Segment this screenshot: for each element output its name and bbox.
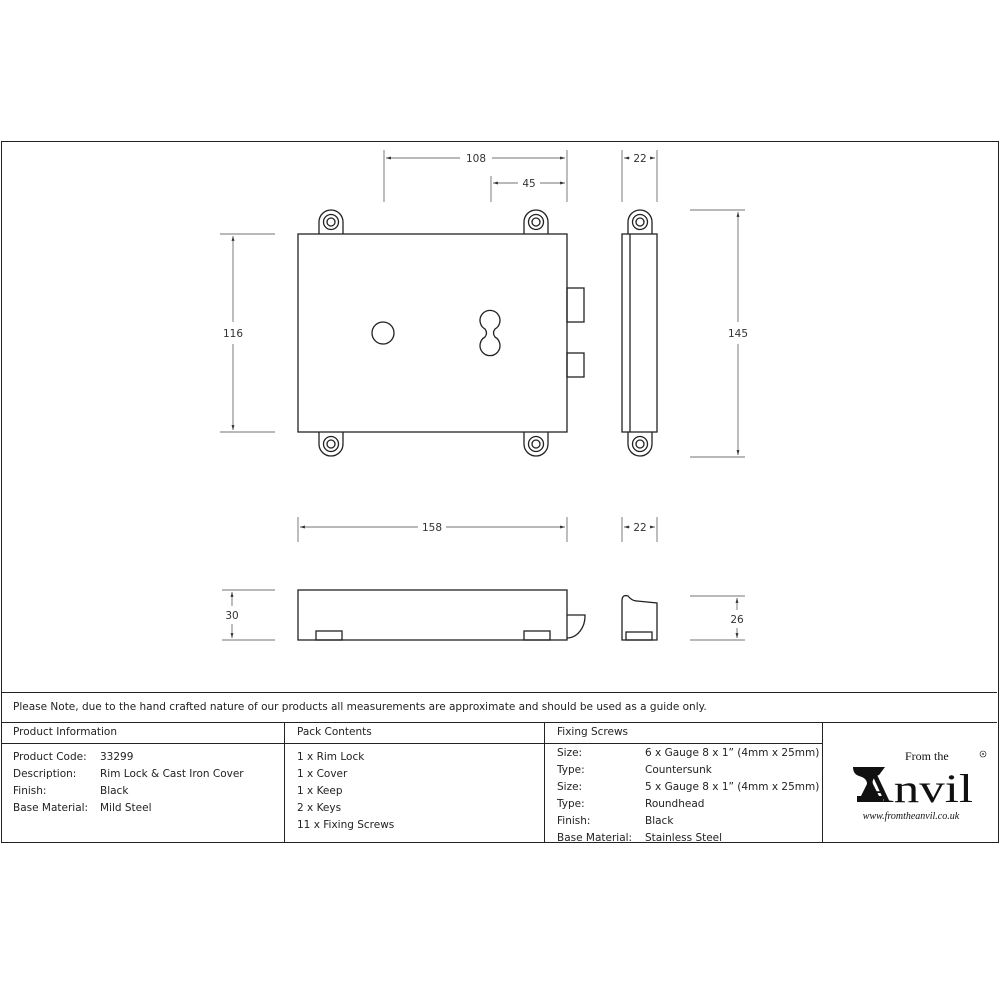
product-information: Product Information Product Code: 33299 D… — [1, 722, 285, 842]
keyhole — [479, 309, 501, 357]
dim-overall-length: 158 — [422, 522, 442, 534]
anvil-icon — [853, 767, 885, 802]
dim-front-width: 108 — [466, 153, 486, 165]
screw-row: Base Material: Stainless Steel — [557, 830, 822, 847]
dim-body-thickness: 30 — [225, 610, 238, 622]
label: Base Material: — [13, 802, 89, 814]
dead-bolt — [566, 352, 585, 378]
screw-row: Size: 6 x Gauge 8 x 1” (4mm x 25mm) — [557, 745, 822, 762]
note-text: Please Note, due to the hand crafted nat… — [13, 701, 707, 713]
from-the-anvil-logo: From the Anvil www.fromtheanvil.co.uk — [823, 722, 997, 842]
value: 5 x Gauge 8 x 1” (4mm x 25mm) — [645, 781, 820, 793]
value: Black — [100, 785, 129, 797]
section-title: Pack Contents — [285, 722, 544, 744]
measurement-note: Please Note, due to the hand crafted nat… — [1, 692, 997, 723]
end-view — [621, 594, 658, 641]
value: Rim Lock & Cast Iron Cover — [100, 768, 244, 780]
drawing-frame — [1, 141, 999, 843]
screw-row: Type: Roundhead — [557, 796, 822, 813]
value: 6 x Gauge 8 x 1” (4mm x 25mm) — [645, 747, 820, 759]
logo-url: www.fromtheanvil.co.uk — [863, 811, 960, 822]
pack-item: 1 x Cover — [297, 768, 348, 780]
dim-front-height: 116 — [223, 328, 243, 340]
dim-end-thickness: 26 — [730, 614, 744, 626]
logo-from-the: From the — [905, 749, 949, 763]
info-row: Finish: Black — [13, 783, 284, 800]
label: Size: — [557, 781, 583, 793]
value: 33299 — [100, 751, 134, 763]
label: Finish: — [13, 785, 47, 797]
dim-side-depth-top: 22 — [633, 153, 646, 165]
value: Mild Steel — [100, 802, 152, 814]
dimension-lines — [220, 150, 745, 641]
dim-overall-height: 145 — [728, 328, 748, 340]
bottom-view — [297, 589, 586, 641]
pack-contents: Pack Contents 1 x Rim Lock 1 x Cover 1 x… — [285, 722, 545, 842]
mounting-lug — [318, 209, 549, 457]
value: Black — [645, 815, 674, 827]
value: Countersunk — [645, 764, 712, 776]
latch-bolt — [566, 287, 585, 323]
label: Type: — [557, 764, 585, 776]
registered-mark-icon — [979, 750, 987, 758]
screw-row: Type: Countersunk — [557, 762, 822, 779]
label: Finish: — [557, 815, 591, 827]
label: Base Material: — [557, 832, 633, 844]
info-row: Base Material: Mild Steel — [13, 800, 284, 817]
section-title: Product Information — [1, 722, 284, 744]
screw-row: Size: 5 x Gauge 8 x 1” (4mm x 25mm) — [557, 779, 822, 796]
logo-anvil: Anvil — [857, 766, 973, 811]
screw-row: Finish: Black — [557, 813, 822, 830]
value: Stainless Steel — [645, 832, 723, 844]
dim-side-depth-bottom: 22 — [633, 522, 646, 534]
lock-body — [297, 233, 568, 433]
pack-item: 1 x Keep — [297, 785, 343, 797]
label: Description: — [13, 768, 77, 780]
section-title: Fixing Screws — [545, 722, 822, 744]
value: Roundhead — [645, 798, 705, 810]
pack-item: 2 x Keys — [297, 802, 342, 814]
label: Type: — [557, 798, 585, 810]
side-view — [621, 209, 658, 457]
label: Size: — [557, 747, 583, 759]
pack-item: 11 x Fixing Screws — [297, 819, 395, 831]
anvil-logo-graphic: From the Anvil www.fromtheanvil.co.uk — [853, 749, 987, 822]
info-row: Description: Rim Lock & Cast Iron Cover — [13, 766, 284, 783]
label: Product Code: — [13, 751, 87, 763]
dim-keyhole-offset: 45 — [522, 178, 535, 190]
spindle-hole — [371, 321, 395, 345]
front-view — [297, 209, 585, 457]
pack-item: 1 x Rim Lock — [297, 751, 365, 763]
info-row: Product Code: 33299 — [13, 749, 284, 766]
fixing-screws: Fixing Screws Size: 6 x Gauge 8 x 1” (4mm… — [545, 722, 823, 844]
